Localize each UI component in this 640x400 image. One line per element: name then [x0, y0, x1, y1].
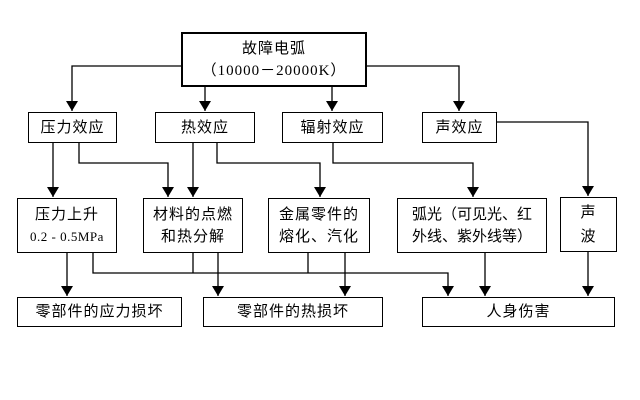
edge-faultarc-pressureeffect [66, 65, 181, 111]
node-pressure-effect-label: 压力效应 [40, 119, 105, 136]
node-personal-injury-label: 人身伤害 [486, 304, 551, 320]
node-arc-light-label-line2: 外线、紫外线等） [411, 228, 532, 245]
edge-thermaleffect-metalmelting [216, 143, 326, 197]
edge-radiationeffect-arclight [332, 143, 479, 197]
node-pressure-effect: 压力效应 [28, 112, 117, 143]
node-arc-light-label-line1: 弧光（可见光、红 [411, 206, 532, 223]
node-sound-effect-label: 声效应 [435, 119, 484, 136]
node-sound-wave-label-line2: 波 [580, 228, 597, 245]
node-fault-arc: 故障电弧 （10000－20000K） [181, 32, 367, 87]
edge-faultarc-soundeffect [367, 65, 465, 111]
node-sound-wave-label-line1: 声 [580, 204, 597, 221]
node-pressure-rise-label: 压力上升 [34, 206, 99, 223]
node-thermal-damage-label: 零部件的热损坏 [236, 304, 349, 320]
node-fault-arc-temperature: （10000－20000K） [201, 62, 347, 79]
node-material-ignition: 材料的点燃 和热分解 [143, 198, 243, 253]
node-thermal-effect: 热效应 [155, 112, 255, 143]
node-material-ignition-label-line2: 和热分解 [160, 228, 225, 245]
node-radiation-effect-label: 辐射效应 [300, 119, 365, 136]
node-stress-damage-label: 零部件的应力损坏 [35, 304, 164, 320]
node-thermal-effect-label: 热效应 [180, 119, 229, 136]
edge-pressureeffect-materialignition [78, 143, 174, 197]
node-pressure-rise: 压力上升 0.2 - 0.5MPa [17, 198, 117, 253]
node-personal-injury: 人身伤害 [422, 297, 615, 327]
node-sound-effect: 声效应 [422, 112, 497, 143]
node-sound-wave: 声 波 [560, 197, 617, 252]
node-radiation-effect: 辐射效应 [282, 112, 383, 143]
node-metal-melting: 金属零件的 熔化、汽化 [268, 198, 370, 253]
node-thermal-damage: 零部件的热损坏 [203, 297, 383, 327]
edge-soundeffect-soundwave [497, 121, 594, 196]
node-arc-light: 弧光（可见光、红 外线、紫外线等） [397, 198, 547, 253]
node-metal-melting-label-line1: 金属零件的 [278, 206, 359, 223]
node-fault-arc-label: 故障电弧 [241, 40, 306, 57]
node-pressure-rise-value: 0.2 - 0.5MPa [30, 228, 104, 244]
edge-bus-personalinjury [92, 253, 454, 296]
node-metal-melting-label-line2: 熔化、汽化 [278, 228, 359, 245]
node-stress-damage: 零部件的应力损坏 [17, 297, 182, 327]
node-material-ignition-label-line1: 材料的点燃 [152, 206, 233, 223]
